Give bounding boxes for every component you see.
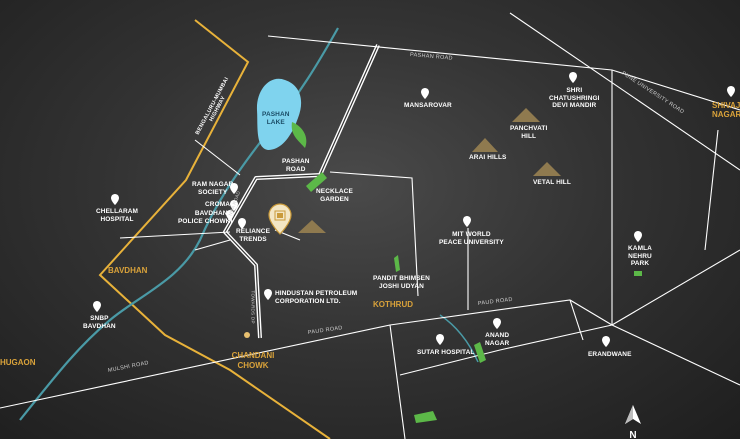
label-pashan-road-line2: ROAD — [286, 165, 306, 173]
area-chandani-chowk: CHANDANI CHOWK — [228, 351, 278, 371]
label-anand-line2: NAGAR — [485, 339, 510, 347]
map-pin-icon[interactable] — [226, 210, 234, 221]
north-arrow-icon: N — [623, 404, 643, 439]
label-pashan-lake-line2: LAKE — [266, 118, 285, 126]
garden-south — [414, 411, 437, 423]
label-pandit-line2: JOSHI UDYAN — [378, 282, 424, 290]
area-bavdhan: BAVDHAN — [108, 266, 148, 275]
label-reliance-line2: TRENDS — [239, 235, 267, 243]
label-anand-line1: ANAND — [485, 332, 510, 339]
label-pashan-lake: PASHAN LAKE — [262, 111, 290, 126]
label-panchvati-hill: PANCHVATI HILL — [510, 125, 547, 140]
label-hindustan-petroleum-line2: CORPORATION LTD. — [275, 297, 341, 305]
label-chellaram-line2: HOSPITAL — [100, 215, 134, 223]
label-pandit-line1: PANDIT BHIMSEN — [373, 275, 430, 282]
area-boundary — [98, 19, 331, 439]
label-panchvati-line1: PANCHVATI — [510, 125, 548, 132]
label-arai-hills: ARAI HILLS — [469, 154, 507, 161]
label-bavdhan-police-line1: BAVDHAN — [194, 210, 228, 217]
area-shivajinagar-line2: NAGAR — [712, 110, 740, 119]
label-shri-chatushringi-line2: CHATUSHRINGI — [549, 94, 600, 102]
map-pin-icon[interactable] — [436, 334, 444, 345]
map-pin-icon[interactable] — [463, 216, 471, 227]
map-pin-icon[interactable] — [634, 231, 642, 242]
label-snbp-bavdhan: SNBP BAVDHAN — [83, 315, 116, 330]
road-label-towards-dp: TOWARDS DP — [250, 290, 256, 324]
label-kamla-line2: NEHRU — [628, 252, 652, 260]
map-pin-icon[interactable] — [111, 194, 119, 205]
label-mit-line1: MIT WORLD — [452, 231, 491, 238]
hill-panchvati — [512, 108, 540, 122]
dot-landmark — [244, 332, 250, 338]
pashan-lake — [256, 78, 302, 150]
map-pin-icon[interactable] — [493, 318, 501, 329]
label-shri-chatushringi-line1: SHRI — [566, 87, 583, 94]
compass-label: N — [629, 430, 637, 439]
label-pandit-bhimsen-joshi-udyan: PANDIT BHIMSEN JOSHI UDYAN — [373, 275, 430, 290]
area-kothrud: KOTHRUD — [373, 300, 413, 309]
label-shri-chatushringi-line3: DEVI MANDIR — [552, 102, 597, 109]
label-necklace-garden: NECKLACE GARDEN — [316, 188, 353, 203]
anand-garden — [474, 342, 486, 363]
label-kamla-line1: KAMLA — [628, 245, 652, 252]
label-pashan-road: PASHAN ROAD — [282, 158, 310, 173]
area-hugaon: HUGAON — [0, 358, 36, 367]
label-pashan-lake-line1: PASHAN — [262, 111, 290, 118]
label-bavdhan-police: BAVDHAN POLICE CHOWKI — [178, 210, 232, 225]
label-snbp-line2: BAVDHAN — [83, 322, 116, 330]
pandit-udyan — [394, 255, 400, 272]
label-shri-chatushringi: SHRI CHATUSHRINGI DEVI MANDIR — [549, 87, 600, 110]
hill-project — [298, 220, 326, 233]
label-mit-world-peace-university: MIT WORLD PEACE UNIVERSITY — [439, 231, 504, 246]
garden-pashan — [291, 122, 307, 148]
label-necklace-garden-line2: GARDEN — [320, 195, 349, 203]
map-pin-icon[interactable] — [727, 86, 735, 97]
map-pin-icon[interactable] — [602, 336, 610, 347]
area-shivajinagar-line1: SHIVAJI — [712, 101, 740, 110]
label-kamla-nehru-park: KAMLA NEHRU PARK — [628, 245, 652, 268]
map-pin-icon[interactable] — [230, 200, 238, 211]
map-pin-icon[interactable] — [264, 289, 272, 300]
label-sutar-hospital: SUTAR HOSPITAL — [417, 349, 475, 356]
map-pin-icon[interactable] — [569, 72, 577, 83]
area-shivajinagar: SHIVAJI NAGAR — [712, 101, 740, 119]
map-pin-icon[interactable] — [230, 183, 238, 194]
label-mit-line2: PEACE UNIVERSITY — [439, 238, 504, 246]
map-pin-icon[interactable] — [421, 88, 429, 99]
label-kamla-line3: PARK — [630, 260, 650, 267]
map-pin-icon[interactable] — [93, 301, 101, 312]
project-location-pin-icon[interactable] — [268, 203, 292, 235]
label-hindustan-petroleum-line1: HINDUSTAN PETROLEUM — [275, 290, 358, 297]
label-ram-nagar-line1: RAM NAGAR — [192, 181, 234, 188]
necklace-garden — [306, 172, 327, 192]
label-vetal-hill: VETAL HILL — [533, 179, 571, 186]
kamla-park — [634, 271, 642, 276]
label-snbp-line1: SNBP — [90, 315, 109, 322]
label-erandwane: ERANDWANE — [588, 351, 632, 358]
hill-arai — [472, 138, 498, 152]
label-bavdhan-police-line2: POLICE CHOWKI — [178, 217, 233, 225]
label-necklace-garden-line1: NECKLACE — [316, 188, 353, 195]
label-croma: CROMA — [205, 201, 231, 208]
label-ram-nagar: RAM NAGAR SOCIETY — [192, 181, 233, 196]
label-reliance-line1: RELIANCE — [236, 228, 271, 235]
map-pin-icon[interactable] — [238, 218, 246, 229]
label-anand-nagar: ANAND NAGAR — [485, 332, 509, 347]
label-ram-nagar-line2: SOCIETY — [198, 188, 228, 196]
label-reliance-trends: RELIANCE TRENDS — [236, 228, 270, 243]
label-panchvati-line2: HILL — [521, 132, 537, 140]
area-chandani-chowk-text: CHANDANI CHOWK — [231, 351, 275, 370]
label-hindustan-petroleum: HINDUSTAN PETROLEUM CORPORATION LTD. — [275, 290, 357, 305]
label-pashan-road-line1: PASHAN — [282, 158, 310, 165]
label-chellaram-hospital: CHELLARAM HOSPITAL — [96, 208, 138, 223]
main-road-inner — [224, 44, 379, 339]
label-mansarovar: MANSAROVAR — [404, 102, 452, 109]
hill-vetal — [533, 162, 561, 176]
label-chellaram-line1: CHELLARAM — [96, 208, 139, 215]
